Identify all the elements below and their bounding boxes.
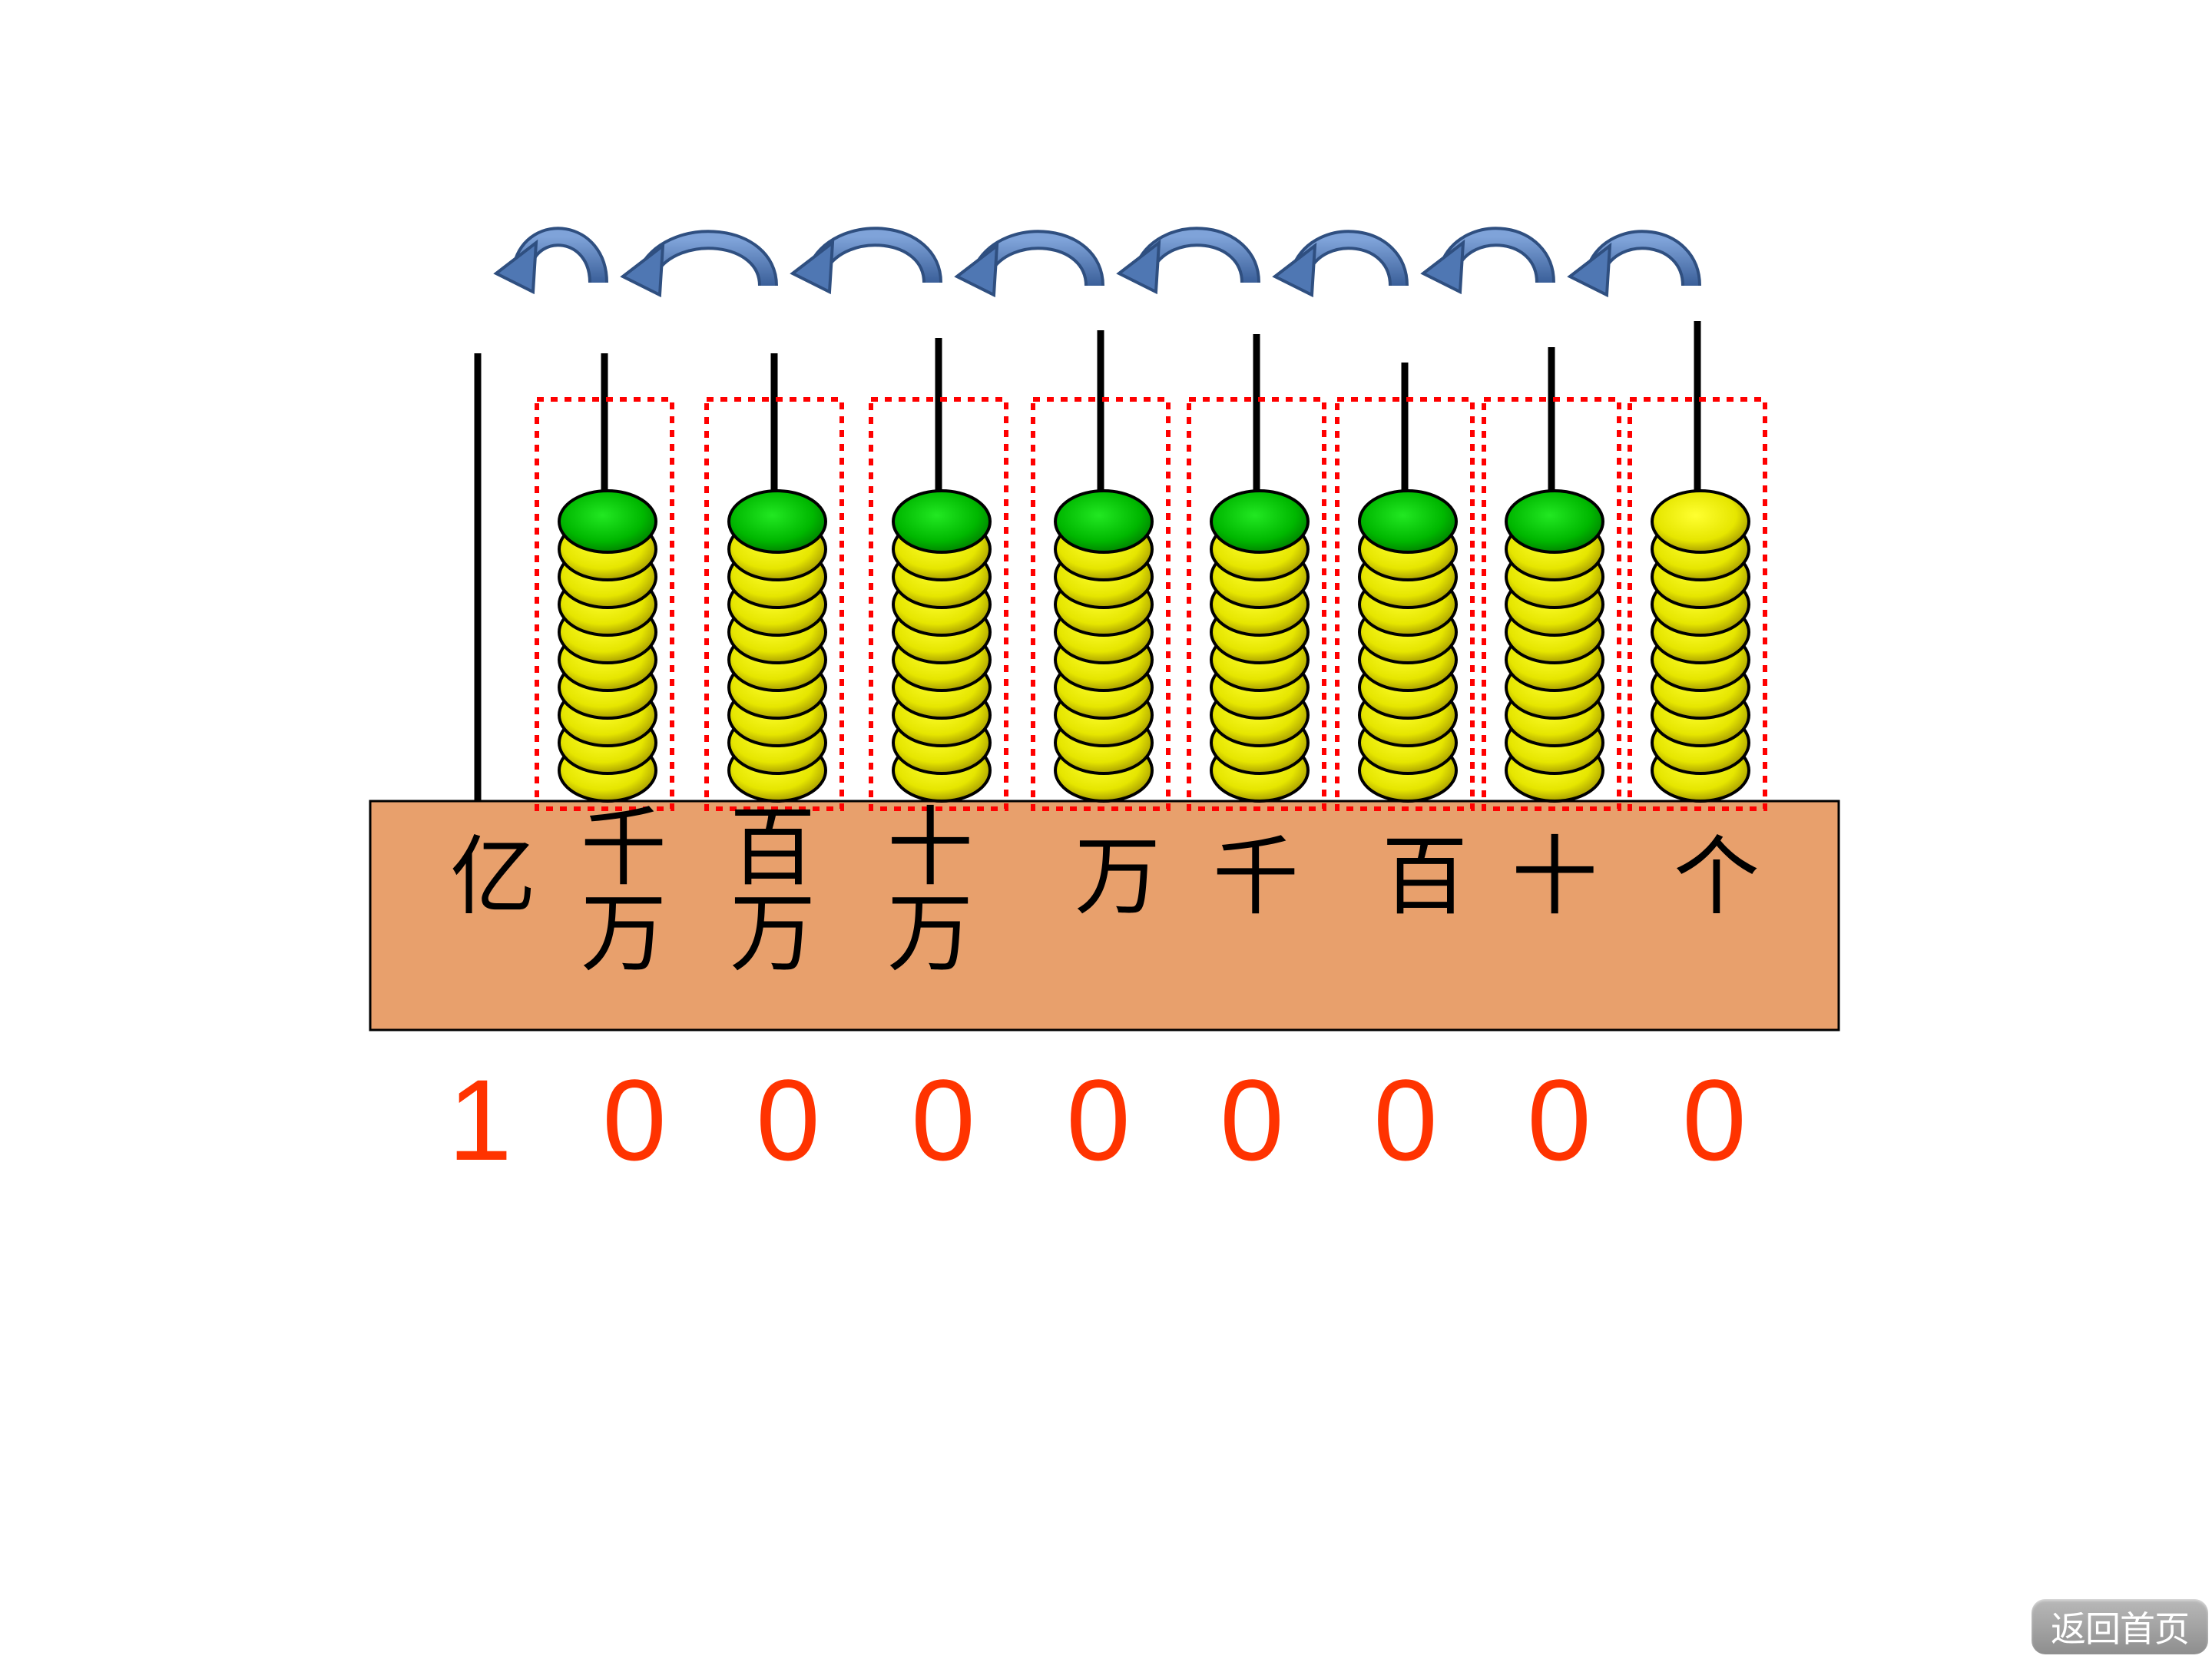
group-dashed-box — [704, 397, 844, 811]
green-bead — [1054, 489, 1154, 554]
green-bead — [892, 489, 992, 554]
digit-value: 0 — [602, 1055, 666, 1184]
carry-arrow — [1567, 230, 1701, 298]
group-dashed-box — [535, 397, 674, 811]
place-value-label: 百 — [1382, 827, 1468, 927]
abacus-column: 十0 — [1482, 347, 1621, 1184]
digit-value: 0 — [1066, 1055, 1130, 1184]
abacus-column: 百万 0 — [704, 353, 844, 1184]
arrow-head — [1116, 239, 1161, 295]
group-dashed-box — [1628, 397, 1767, 811]
digit-value: 0 — [911, 1055, 975, 1184]
place-value-label: 千 — [1213, 827, 1299, 927]
place-value-label: 个 — [1674, 827, 1760, 927]
abacus-column: 十万 0 — [869, 338, 1008, 1184]
arrow-head — [620, 242, 665, 298]
digit-value: 0 — [756, 1055, 820, 1184]
return-home-button[interactable]: 返回首页 — [2032, 1599, 2208, 1654]
digit-value: 0 — [1220, 1055, 1283, 1184]
arrow-head — [1420, 239, 1465, 295]
arrow-head — [493, 239, 538, 295]
carry-arrow — [1116, 227, 1260, 295]
place-value-label: 十 — [887, 798, 973, 898]
carry-arrow — [790, 227, 942, 295]
digit-value: 1 — [448, 1055, 512, 1184]
abacus-column: 万0 — [1031, 330, 1171, 1184]
abacus-base — [369, 800, 1840, 1031]
digit-value: 0 — [1682, 1055, 1746, 1184]
carry-arrow — [493, 227, 608, 295]
place-value-label: 万 — [887, 884, 973, 984]
carry-arrow — [1420, 227, 1555, 295]
green-bead — [1358, 489, 1458, 554]
group-dashed-box — [1187, 397, 1326, 811]
arrow-head — [1567, 242, 1612, 298]
green-bead — [1505, 489, 1604, 554]
place-value-label: 亿 — [450, 827, 536, 927]
arrow-head — [790, 239, 835, 295]
carry-arrow — [620, 230, 778, 298]
yellow-bead — [1651, 489, 1750, 554]
digit-value: 0 — [1373, 1055, 1437, 1184]
group-dashed-box — [869, 397, 1008, 811]
green-bead — [558, 489, 657, 554]
group-dashed-box — [1031, 397, 1171, 811]
abacus-column: 亿1 — [448, 353, 536, 1184]
carry-arrow — [954, 230, 1104, 298]
group-dashed-box — [1482, 397, 1621, 811]
digit-value: 0 — [1527, 1055, 1591, 1184]
place-value-label: 千 — [581, 798, 667, 898]
abacus-column: 千万 0 — [535, 353, 674, 1184]
group-dashed-box — [1335, 397, 1475, 811]
carry-arrow — [1272, 230, 1409, 298]
abacus-column: 个0 — [1628, 321, 1767, 1184]
abacus-column: 百0 — [1335, 363, 1475, 1184]
place-value-label: 百 — [730, 798, 816, 898]
place-value-label: 万 — [1075, 827, 1161, 927]
abacus-column: 千0 — [1187, 334, 1326, 1184]
arrow-head — [1272, 242, 1317, 298]
place-value-label: 万 — [581, 884, 667, 984]
arrow-head — [954, 242, 999, 298]
green-bead — [1210, 489, 1310, 554]
place-value-label: 万 — [730, 884, 816, 984]
place-value-label: 十 — [1512, 827, 1598, 927]
green-bead — [727, 489, 827, 554]
